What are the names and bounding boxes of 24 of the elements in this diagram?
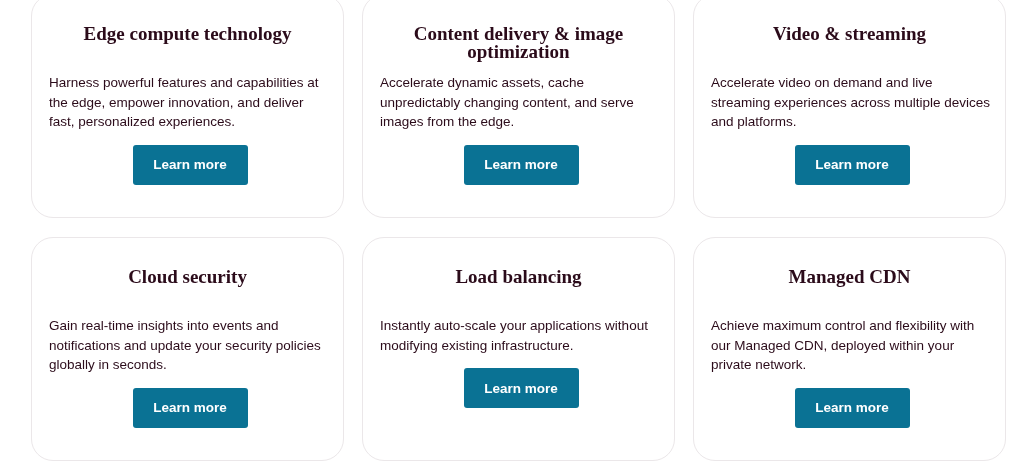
learn-more-button: Learn more	[132, 144, 248, 185]
card-title: Content delivery & image optimization	[412, 25, 625, 61]
learn-more-button: Learn more	[463, 368, 579, 408]
card-description: Gain real-time insights into events and notifications and update your security policies globally in seconds.	[49, 317, 322, 374]
card-description: Accelerate video on demand and live streaming experiences across multiple devices and platforms.	[711, 74, 992, 131]
learn-more-button: Learn more	[794, 144, 910, 185]
service-card	[31, 0, 344, 218]
card-title: Video & streaming	[771, 25, 927, 43]
learn-more-button: Learn more	[132, 387, 248, 428]
card-description: Accelerate dynamic assets, cache unpredictably changing content, and serve images from the edge.	[380, 74, 635, 131]
card-title: Edge compute technology	[82, 25, 293, 43]
card-title: Cloud security	[127, 268, 248, 286]
card-title: Load balancing	[454, 268, 583, 286]
learn-more-button: Learn more	[463, 144, 579, 185]
service-card	[693, 0, 1006, 218]
service-card	[362, 237, 675, 461]
card-description: Instantly auto-scale your applications without modifying existing infrastructure.	[380, 317, 649, 355]
service-card	[693, 237, 1006, 461]
service-card	[362, 0, 675, 218]
card-title: Managed CDN	[787, 268, 912, 286]
service-card	[31, 237, 344, 461]
card-description: Harness powerful features and capabilities at the edge, empower innovation, and deliver fast, personalized experiences.	[49, 74, 320, 131]
card-description: Achieve maximum control and flexibility with our Managed CDN, deployed within your private network.	[711, 317, 976, 374]
learn-more-button: Learn more	[794, 387, 910, 428]
